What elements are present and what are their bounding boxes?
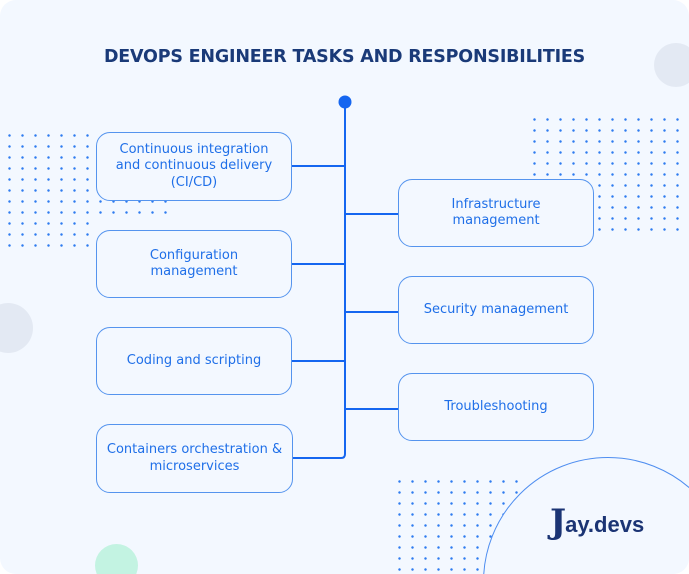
jaydevs-logo: J ay.devs xyxy=(550,502,645,542)
node-security-management: Security management xyxy=(398,276,594,344)
dot-pattern-left xyxy=(3,130,94,251)
logo-bird-j-icon: J xyxy=(550,502,567,542)
node-ci-cd: Continuous integration and continuous de… xyxy=(96,132,292,201)
node-coding-and-scripting: Coding and scripting xyxy=(96,327,292,395)
page-title: DEVOPS ENGINEER TASKS AND RESPONSIBILITI… xyxy=(103,47,586,67)
node-troubleshooting: Troubleshooting xyxy=(398,373,594,441)
logo-text: ay.devs xyxy=(565,512,645,537)
node-infrastructure-management: Infrastructure management xyxy=(398,179,594,247)
node-configuration-management: Configuration management xyxy=(96,230,292,298)
dot-pattern-left-extension xyxy=(94,196,172,218)
decor-circle-top-right xyxy=(654,43,689,87)
decor-circle-mint xyxy=(95,544,138,574)
node-containers-orchestration: Containers orchestration & microservices xyxy=(96,424,293,493)
